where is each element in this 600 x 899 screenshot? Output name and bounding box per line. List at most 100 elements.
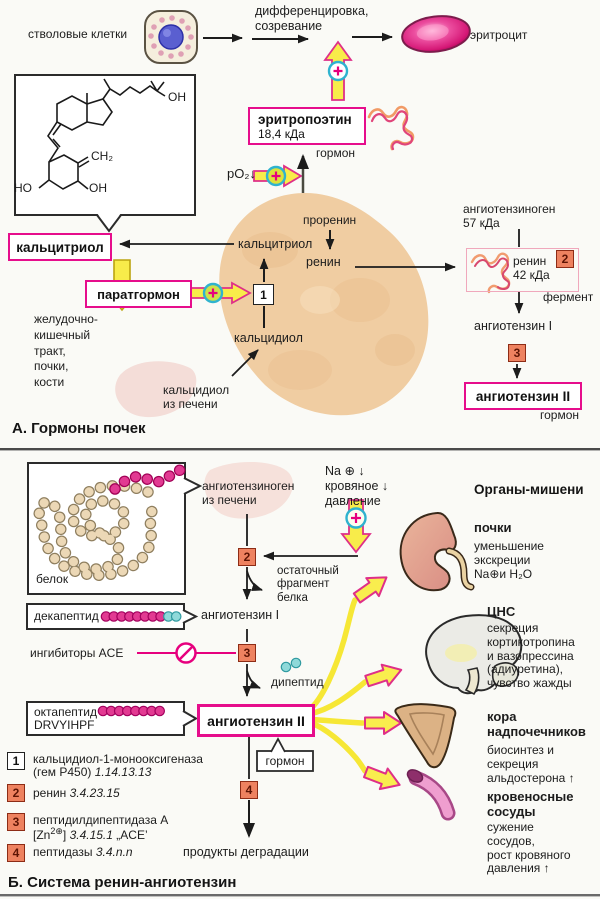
- differentiation-label: дифференцировка, созревание: [255, 4, 369, 33]
- renin-enzyme-label: ренин 42 кДа: [513, 254, 550, 283]
- structure-oh-bottom: OH: [89, 181, 107, 195]
- structure-ho: HO: [14, 181, 32, 195]
- kidney-organ-shape: [219, 193, 429, 416]
- section-divider: [0, 448, 600, 451]
- po2-signal-arrow: [253, 154, 309, 193]
- decapeptide-box: [26, 603, 199, 630]
- legend-2-ec: 3.4.23.15: [69, 786, 120, 800]
- erythrocyte-label: эритроцит: [470, 28, 528, 42]
- calcitriol-structure-box: [14, 74, 196, 233]
- octapeptide-beads: [97, 705, 165, 717]
- liver-shape-b: [204, 461, 293, 519]
- legend-3-name: пептидилдипептидаза A: [33, 813, 169, 827]
- po2-label: pO₂↓: [227, 166, 256, 181]
- erythropoietin-box: эритропоэтин 18,4 кДа: [248, 107, 366, 145]
- step-3-chip-a: 3: [508, 344, 526, 362]
- renin-enzyme-box: ренин 42 кДа: [466, 248, 579, 292]
- arrow-to-cns: [362, 658, 406, 693]
- kidney-target-icon: [399, 511, 475, 592]
- epo-protein-squiggle: [367, 105, 415, 151]
- arrow-to-adrenal: [364, 711, 402, 735]
- adrenal-target-desc: биосинтез и секреция альдостерона ↑: [487, 743, 575, 785]
- legend-2-chip: 2: [7, 784, 25, 802]
- kidney-internal-arrows: [119, 230, 456, 377]
- erythropoietin-name: эритропоэтин: [258, 111, 352, 127]
- renin-protein-squiggle: [470, 252, 511, 294]
- structure-ch2: CH₂: [91, 149, 113, 163]
- angiotensin-ii-box-b: ангиотензин II: [197, 704, 315, 737]
- residual-fragment-label: остаточный фрагмент белка: [277, 565, 339, 604]
- legend-4-chip: 4: [7, 844, 25, 862]
- hormone-label-ang2-a: гормон: [540, 408, 580, 422]
- ferment-label: фермент: [543, 290, 594, 304]
- kidneys-target-title: почки: [474, 520, 512, 535]
- octapeptide-box: [26, 701, 199, 736]
- calcitriol-skeleton: [38, 78, 166, 190]
- bottom-divider: [0, 894, 600, 897]
- kidneys-target-desc: уменьшение экскреции Na⊕и H₂O: [474, 539, 544, 582]
- legend-3-ace: „ACE’: [112, 828, 148, 842]
- hormone-label-b: гормон: [265, 754, 305, 768]
- legend-1-detail: (гем P450) 1.14.13.13: [33, 765, 151, 779]
- step-1-chip-kidney: 1: [253, 284, 274, 305]
- angiotensinogen-liver-label: ангиотензиноген из печени: [202, 479, 295, 508]
- epo-stimulation-arrow: [323, 40, 353, 101]
- legend-4-ec: 3.4.n.n: [95, 845, 133, 859]
- parathormone-box: паратгормон: [85, 280, 192, 308]
- legend-1-ec: 1.14.13.13: [94, 765, 152, 779]
- stem-cells-label: стволовые клетки: [28, 27, 128, 41]
- legend-1-name: кальцидиол-1-монооксигеназа: [33, 752, 203, 766]
- differentiation-arrows: [203, 32, 393, 44]
- section-b-heading: Б. Система ренин-ангиотензин: [8, 874, 237, 891]
- brain-target-icon: [425, 614, 523, 696]
- octapeptide-label: октапептид: [34, 705, 97, 719]
- renin-kidney-label: ренин: [306, 255, 341, 269]
- decapeptide-beads: [100, 611, 182, 622]
- legend-1-detail-pre: (гем P450): [33, 765, 95, 779]
- step-3-chip-b: 3: [238, 644, 256, 662]
- adrenal-target-icon: [394, 703, 457, 769]
- angiotensin-i-label-a: ангиотензин I: [474, 319, 553, 333]
- dipeptide-label: дипептид: [271, 675, 324, 689]
- ace-inhibition: [137, 642, 236, 664]
- liver-shape-a: [115, 361, 197, 418]
- parathormone-arrow: [189, 281, 252, 305]
- calcidiol-kidney-label: кальцидиол: [234, 331, 303, 345]
- calcitriol-kidney-label: кальцитриол: [238, 237, 313, 251]
- na-pressure-label: Na ⊕ ↓ кровяное ↓ давление: [325, 464, 389, 508]
- cns-target-title: ЦНС: [487, 604, 516, 619]
- structure-oh-top: OH: [168, 90, 186, 104]
- legend-3-ec: 3.4.15.1: [69, 828, 113, 842]
- dipeptide-beads: [280, 657, 302, 673]
- gi-targets-label: желудочно- кишечный тракт, почки, кости: [34, 312, 98, 390]
- arrow-to-vessels: [361, 760, 405, 797]
- step-4-chip-b: 4: [240, 781, 258, 799]
- legend-2-name: ренин 3.4.23.15: [33, 786, 120, 800]
- angiotensin-i-label-b: ангиотензин I: [201, 608, 280, 622]
- legend-3-chip: 3: [7, 813, 25, 831]
- protein-label: белок: [36, 572, 69, 586]
- octapeptide-sequence: DRVYIHPF: [34, 718, 95, 732]
- prorenin-label: проренин: [303, 213, 357, 227]
- erythrocyte-icon: [401, 15, 471, 53]
- vessels-target-title: кровеносные сосуды: [487, 789, 574, 819]
- protein-chain-box: [27, 462, 203, 595]
- legend-3-detail: [Zn2⊕] 3.4.15.1 „ACE’: [33, 826, 148, 842]
- cns-target-desc: секреция кортикотропина и вазопрессина (…: [487, 621, 575, 691]
- section-a-heading: А. Гормоны почек: [12, 420, 146, 437]
- hormone-callout-box: [256, 737, 314, 772]
- ace-inhibitors-label: ингибиторы ACE: [30, 646, 124, 660]
- calcidiol-liver-label: кальцидиол из печени: [163, 383, 230, 412]
- step-2-chip-b: 2: [238, 548, 256, 566]
- adrenal-target-title: кора надпочечников: [487, 709, 586, 739]
- vessel-target-icon: [406, 769, 456, 821]
- legend-3-zn-sup: 2⊕: [50, 826, 63, 836]
- legend-3-zn-post: ]: [62, 828, 70, 842]
- renin-pathway-lines: [512, 229, 524, 379]
- legend-3-zn: [Zn: [33, 828, 51, 842]
- legend-2-label: ренин: [33, 786, 70, 800]
- hormone-label-epo: гормон: [316, 146, 356, 160]
- legend-4-label: пептидазы: [33, 845, 96, 859]
- degradation-label: продукты деградации: [183, 845, 309, 859]
